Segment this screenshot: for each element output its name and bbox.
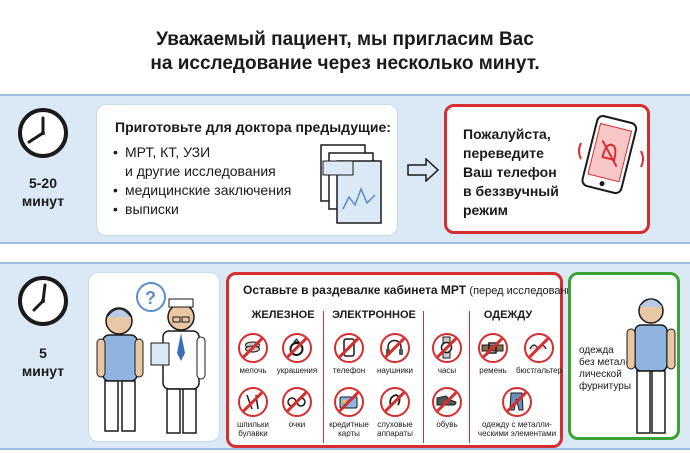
time-unit-1: минут bbox=[21, 193, 65, 209]
item-clothes: одежду с металли- ческими элементами bbox=[477, 387, 557, 438]
phone-silent-icon bbox=[578, 115, 644, 195]
item-watch: часы bbox=[419, 333, 475, 375]
time-label-2: 5 минут bbox=[8, 344, 78, 380]
divider bbox=[323, 311, 324, 443]
green-line: одежда bbox=[579, 345, 614, 356]
bra-icon bbox=[524, 333, 554, 363]
patient-illustration bbox=[626, 298, 676, 434]
time-label-1: 5-20 минут bbox=[8, 174, 78, 210]
item-phone: телефон bbox=[321, 333, 377, 375]
arrow-icon bbox=[407, 158, 440, 182]
item-label: шпильки bbox=[236, 420, 270, 429]
item-label: очки bbox=[288, 420, 306, 429]
ring-icon bbox=[282, 333, 312, 363]
clock-icon bbox=[18, 276, 68, 326]
time-value-2: 5 bbox=[39, 345, 47, 361]
item-pins: шпильки булавки bbox=[225, 387, 281, 438]
svg-text:?: ? bbox=[145, 288, 156, 308]
pins-icon bbox=[238, 387, 268, 417]
item-label: украшения bbox=[276, 366, 318, 375]
time-unit-2: минут bbox=[21, 363, 65, 379]
page-title: Уважаемый пациент, мы пригласим Вас на и… bbox=[0, 28, 690, 76]
category-metal: ЖЕЛЕЗНОЕ bbox=[251, 309, 315, 321]
headphones-icon bbox=[380, 333, 410, 363]
green-line: фурнитуры bbox=[579, 381, 632, 392]
silent-line: переведите bbox=[463, 145, 544, 161]
shoes-icon bbox=[432, 387, 462, 417]
credit-card-icon bbox=[334, 387, 364, 417]
silent-line: режим bbox=[463, 202, 509, 218]
item-label: ремень bbox=[479, 366, 507, 375]
glasses-icon bbox=[282, 387, 312, 417]
silent-line: Ваш телефон bbox=[463, 164, 557, 180]
item-headphones: наушники bbox=[367, 333, 423, 375]
item-label: часы bbox=[437, 366, 457, 375]
prepare-title: Приготовьте для доктора предыдущие: bbox=[115, 119, 391, 135]
hearing-aid-icon bbox=[380, 387, 410, 417]
item-label: аппараты bbox=[377, 429, 413, 438]
documents-icon bbox=[320, 144, 382, 224]
silent-line: в беззвучный bbox=[463, 183, 559, 199]
item-cards: кредитные карты bbox=[321, 387, 377, 438]
list-item: МРТ, КТ, УЗИ bbox=[113, 143, 291, 162]
list-item: выписки bbox=[113, 200, 291, 219]
divider bbox=[469, 311, 470, 443]
item-hearing: слуховые аппараты bbox=[367, 387, 423, 438]
belt-icon bbox=[478, 333, 508, 363]
item-bra: бюстгальтер bbox=[511, 333, 567, 375]
item-label: слуховые bbox=[377, 420, 413, 429]
item-jewelry: украшения bbox=[269, 333, 325, 375]
leave-items-title-sub: (перед исследованием) bbox=[469, 285, 591, 297]
leave-items-title: Оставьте в раздевалке кабинета МРТ (пере… bbox=[243, 283, 590, 297]
green-line: лической bbox=[579, 369, 622, 380]
item-glasses: очки bbox=[269, 387, 325, 429]
category-clothes: ОДЕЖДУ bbox=[483, 309, 533, 321]
item-coins: мелочь bbox=[225, 333, 281, 375]
green-line: без метал- bbox=[579, 357, 629, 368]
item-label: мелочь bbox=[239, 366, 267, 375]
item-label: телефон bbox=[332, 366, 366, 375]
item-label: обувь bbox=[436, 420, 458, 429]
category-electronic: ЭЛЕКТРОННОЕ bbox=[332, 309, 416, 321]
allowed-clothing-text: одежда без метал- лической фурнитуры bbox=[579, 345, 631, 393]
title-line-1: Уважаемый пациент, мы пригласим Вас bbox=[156, 29, 534, 50]
jeans-icon bbox=[502, 387, 532, 417]
item-label: бюстгальтер bbox=[515, 366, 563, 375]
item-label: кредитные bbox=[329, 420, 369, 429]
item-label: карты bbox=[338, 429, 360, 438]
list-item: и другие исследования bbox=[125, 163, 276, 179]
coins-icon bbox=[238, 333, 268, 363]
silent-mode-text: Пожалуйста, переведите Ваш телефон в без… bbox=[463, 125, 559, 220]
title-line-2: на исследование через несколько минут. bbox=[150, 53, 540, 74]
patient-doctor-illustration: ? bbox=[96, 282, 206, 434]
item-label: одежду с металли- bbox=[482, 420, 552, 429]
list-item: медицинские заключения bbox=[113, 181, 291, 200]
leave-items-title-main: Оставьте в раздевалке кабинета МРТ bbox=[243, 283, 467, 297]
prepare-documents-card: Приготовьте для доктора предыдущие: МРТ,… bbox=[96, 104, 398, 236]
watch-icon bbox=[432, 333, 462, 363]
illustration-card: ? bbox=[88, 272, 220, 442]
phone-icon bbox=[334, 333, 364, 363]
clock-icon bbox=[18, 108, 68, 158]
leave-items-card: Оставьте в раздевалке кабинета МРТ (пере… bbox=[225, 272, 590, 448]
divider bbox=[423, 311, 424, 443]
item-label: булавки bbox=[238, 429, 268, 438]
item-label: ческими элементами bbox=[477, 429, 557, 438]
item-shoes: обувь bbox=[419, 387, 475, 429]
documents-list: МРТ, КТ, УЗИ и другие исследования медиц… bbox=[113, 143, 291, 219]
item-belt: ремень bbox=[465, 333, 521, 375]
item-label: наушники bbox=[376, 366, 414, 375]
silent-mode-card: Пожалуйста, переведите Ваш телефон в без… bbox=[444, 104, 650, 234]
allowed-clothing-card: одежда без метал- лической фурнитуры bbox=[568, 272, 680, 440]
silent-line: Пожалуйста, bbox=[463, 126, 551, 142]
time-value-1: 5-20 bbox=[28, 175, 58, 191]
